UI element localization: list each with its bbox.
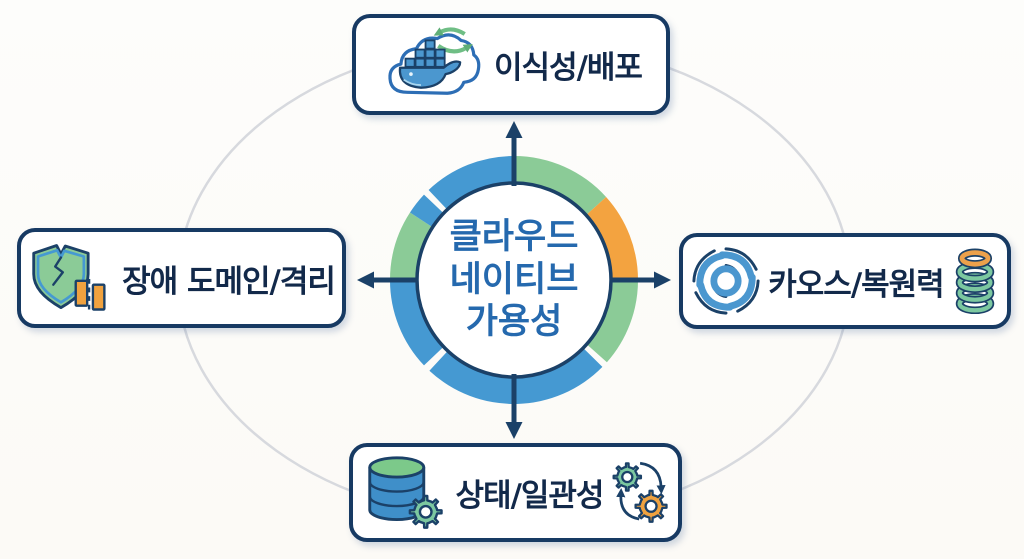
ring-segment-green-bottomright [586, 280, 639, 363]
isolation-bar-right [91, 283, 106, 311]
container-stack [404, 39, 446, 68]
isolation-bar-left [74, 279, 89, 307]
gears-arrow-clockwise [640, 461, 667, 494]
node-portability-label: 이식성/배포 [494, 50, 643, 86]
hurricane-blue-arms [696, 251, 756, 311]
node-failure-domain-label: 장애 도메인/격리 [122, 263, 336, 300]
node-state-consistency: 상태/일관성 [349, 443, 682, 542]
database-gear-hole [418, 504, 433, 519]
hurricane-swirl-icon [692, 247, 760, 315]
node-failure-domain-isolation: 장애 도메인/격리 [17, 228, 346, 328]
hurricane-eye-ring [710, 265, 742, 297]
ring-segment-orange-right [586, 197, 638, 280]
node-state-label: 상태/일관성 [455, 478, 605, 514]
node-chaos-resilience: 카오스/복원력 [679, 233, 1011, 329]
gears-arrow-counterclockwise [616, 487, 640, 520]
whale-body [398, 59, 462, 89]
coil-spring-icon [955, 248, 994, 314]
node-portability-deployment: 이식성/배포 [352, 14, 670, 115]
ring-segment-blue-bottom [429, 348, 603, 404]
database-top [367, 455, 425, 479]
ring-segment-blue-upperleft [410, 194, 444, 228]
connector-arrows [357, 121, 671, 439]
shield-inner-border [36, 248, 86, 304]
spring-coils [955, 261, 994, 314]
whale-eye [409, 71, 413, 76]
ring-segment-green-topright [514, 156, 607, 216]
center-title-line-2: 네이티브 [449, 259, 579, 300]
docker-whale-cloud-sync-icon [388, 26, 481, 95]
whale-belly-line [403, 78, 422, 86]
database-gear-icon [367, 455, 443, 529]
cracked-shield-icon [32, 244, 106, 312]
database-band-1 [368, 481, 425, 493]
center-title: 클라우드 네이티브 가용성 [414, 202, 614, 358]
gear-green-hole [621, 470, 634, 483]
rotating-gears-icon [612, 461, 669, 523]
ring-segment-blue-bottomleft [389, 280, 444, 366]
ring-segment-green-left [390, 212, 433, 280]
center-title-line-1: 클라우드 [449, 216, 579, 257]
sync-arrow-bottom [437, 43, 473, 53]
shield-crack [52, 256, 65, 286]
node-chaos-label: 카오스/복원력 [768, 266, 944, 303]
hurricane-outer-arms [692, 247, 760, 315]
gear-orange-hole [644, 499, 659, 513]
ring-segment-blue-topleft [428, 155, 514, 210]
sync-arrow-top [433, 26, 466, 36]
spring-top-ring [959, 250, 991, 267]
center-title-line-3: 가용성 [465, 302, 563, 343]
